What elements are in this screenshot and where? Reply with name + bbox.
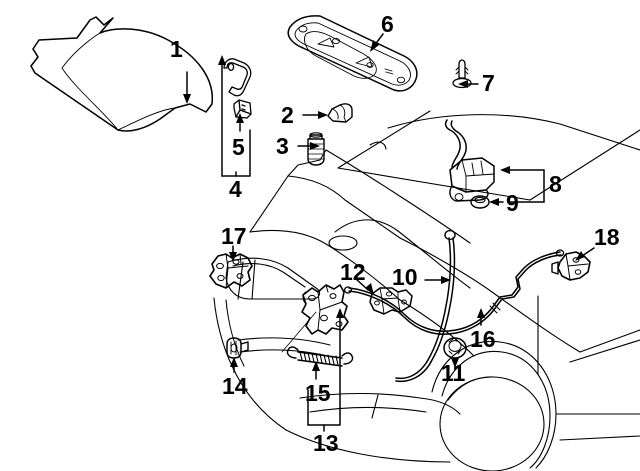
callout-label-4: 4 bbox=[229, 176, 242, 202]
vehicle-body-outline bbox=[213, 110, 640, 471]
cable-clamp-bracket-art bbox=[369, 287, 413, 315]
hood-hinge-right-art bbox=[551, 251, 591, 281]
callout-label-10: 10 bbox=[392, 264, 418, 290]
hood-release-cable-art bbox=[343, 229, 565, 383]
hood-panel-art bbox=[30, 16, 214, 132]
hood-latch-assembly-art bbox=[281, 284, 349, 353]
callout-label-17: 17 bbox=[221, 223, 247, 249]
callout-label-16: 16 bbox=[470, 326, 496, 352]
callout-label-7: 7 bbox=[482, 70, 495, 96]
callout-label-2: 2 bbox=[281, 102, 294, 128]
callout-label-13: 13 bbox=[313, 430, 339, 456]
callout-label-9: 9 bbox=[506, 190, 519, 216]
callout-label-15: 15 bbox=[305, 380, 331, 406]
callout-label-5: 5 bbox=[232, 134, 245, 160]
callout-label-6: 6 bbox=[381, 11, 394, 37]
callout-label-8: 8 bbox=[549, 171, 562, 197]
hood-support-clip-art bbox=[327, 103, 353, 123]
callout-label-11: 11 bbox=[441, 360, 466, 386]
callout-label-3: 3 bbox=[276, 133, 289, 159]
hood-prop-rod-art bbox=[223, 58, 252, 97]
prop-rod-clip-art bbox=[233, 99, 252, 119]
hood-latch-spring-art bbox=[286, 346, 354, 367]
hood-insulator-art bbox=[287, 15, 418, 92]
insulator-push-clip-art bbox=[452, 59, 472, 89]
hood-hinge-left-art bbox=[209, 253, 253, 289]
hood-hinge-bolt-art bbox=[226, 337, 249, 359]
callout-leaders bbox=[183, 33, 595, 432]
callout-label-18: 18 bbox=[594, 224, 620, 250]
hood-lock-release-lever-art bbox=[444, 119, 495, 202]
callout-label-14: 14 bbox=[222, 373, 248, 399]
callout-label-1: 1 bbox=[170, 36, 183, 62]
callout-label-12: 12 bbox=[340, 259, 366, 285]
